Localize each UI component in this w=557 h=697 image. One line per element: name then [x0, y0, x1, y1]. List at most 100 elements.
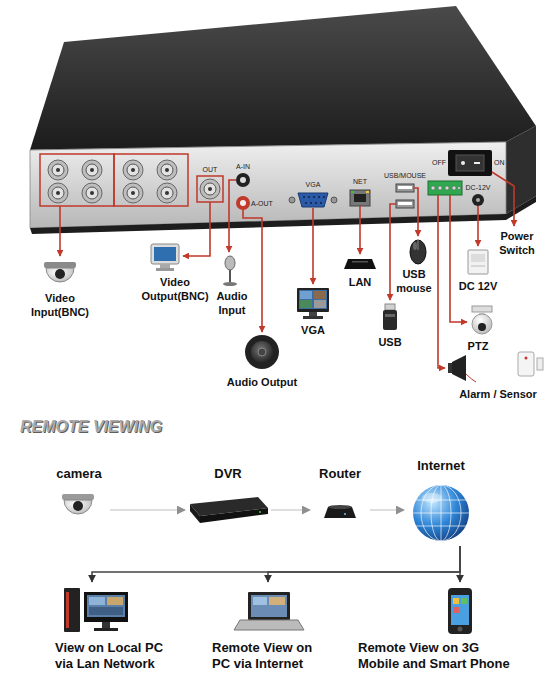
dvr-housing — [30, 6, 536, 150]
mouse-icon — [413, 242, 417, 250]
bnc-input-group — [131, 191, 135, 195]
microphone-icon — [223, 256, 237, 286]
leader-line — [243, 210, 262, 332]
bnc-input-group — [86, 164, 98, 176]
vga-monitor-icon — [297, 288, 329, 312]
usb-ports — [398, 186, 412, 189]
bnc-input-group — [86, 187, 98, 199]
bnc-input-group — [90, 191, 94, 195]
monitor-icon — [156, 268, 174, 271]
flow-camera-icon — [64, 500, 92, 514]
leader-line — [60, 172, 514, 368]
view-node: Remote View on PC via Internet — [212, 582, 330, 672]
power-adapter-icon — [468, 250, 488, 274]
phone-icon — [453, 598, 459, 604]
terminal-block — [428, 181, 462, 195]
flow-router-icon — [328, 505, 352, 509]
sensor-icon — [537, 358, 543, 370]
ptz-camera-icon — [472, 306, 492, 334]
dome-camera-icon — [44, 262, 76, 282]
monitor-icon — [151, 244, 179, 271]
vga-monitor-icon — [314, 291, 326, 299]
bnc-input-group — [40, 154, 114, 206]
router-icon — [352, 261, 368, 263]
leader-line — [359, 206, 361, 254]
dvr-housing — [30, 6, 536, 234]
speaker-icon — [245, 335, 279, 369]
router-icon — [344, 259, 376, 269]
ptz-camera-icon — [472, 306, 492, 312]
port-label: PTZ — [458, 340, 498, 354]
leader-line — [414, 188, 418, 236]
panel-marking: ON — [494, 159, 506, 168]
bnc-input-group — [48, 160, 177, 203]
flow-dvr-icon — [190, 504, 200, 523]
bnc-output — [197, 176, 223, 202]
pc-icon — [94, 628, 118, 631]
bnc-output — [208, 187, 212, 191]
bnc-input-group — [82, 183, 102, 203]
bnc-input-group — [127, 164, 139, 176]
ptz-camera-icon — [472, 314, 492, 334]
bnc-input-group — [161, 187, 173, 199]
phone-icon — [458, 627, 463, 632]
port-label: Alarm / Sensor — [450, 388, 546, 402]
rj45-port — [366, 191, 369, 193]
terminal-block — [438, 186, 442, 190]
connector — [110, 509, 185, 510]
port-label: VGA — [293, 324, 333, 338]
bnc-input-group — [48, 183, 68, 203]
pc-icon — [64, 588, 128, 632]
phone-icon — [448, 588, 472, 634]
mouse-icon — [418, 240, 419, 250]
node-label: camera — [48, 466, 110, 482]
panel-marking: VGA — [298, 181, 328, 190]
microphone-icon — [225, 256, 235, 270]
section-title: REMOTE VIEWING — [20, 418, 162, 436]
siren-icon — [448, 363, 452, 373]
node-label: Router — [310, 466, 370, 482]
flow-camera-icon — [73, 501, 83, 511]
rj45-port — [351, 191, 354, 193]
flow-camera-icon — [62, 494, 94, 514]
bnc-input-group — [114, 154, 188, 206]
bnc-input-group — [90, 168, 94, 172]
vga-monitor-icon — [297, 288, 329, 319]
connector — [92, 546, 460, 582]
phone-icon — [448, 588, 472, 634]
flow-node: Internet — [404, 458, 478, 546]
vga-port — [323, 196, 325, 198]
pc-icon — [87, 595, 125, 617]
globe-icon — [413, 485, 469, 541]
bnc-input-group — [56, 191, 60, 195]
ptz-camera-icon — [478, 323, 486, 331]
port-label: Audio Input — [204, 290, 260, 318]
pc-icon — [84, 592, 128, 622]
router-icon — [344, 259, 376, 269]
panel-marking: A-OUT — [251, 200, 277, 209]
vga-monitor-icon — [300, 291, 312, 299]
bnc-input-group — [127, 187, 139, 199]
flow-dvr-icon — [259, 511, 261, 513]
node-label: View on Local PC via Lan Network — [55, 640, 179, 672]
globe-icon — [415, 526, 467, 527]
leader-line — [450, 195, 467, 322]
siren-icon — [466, 374, 476, 382]
pc-icon — [64, 588, 80, 632]
dome-camera-icon — [44, 262, 76, 268]
bnc-input-group — [52, 164, 173, 199]
rca-jacks — [240, 177, 246, 183]
leader-line — [477, 206, 479, 246]
bnc-input-group — [157, 160, 177, 180]
globe-icon — [422, 493, 442, 503]
dvr-housing — [30, 196, 536, 234]
panel-marking: OUT — [198, 166, 222, 175]
connector — [459, 546, 461, 582]
laptop-icon — [234, 592, 304, 630]
usb-ports — [398, 202, 412, 205]
dvr-housing — [30, 142, 506, 228]
pc-icon — [66, 592, 69, 628]
node-label: Internet — [404, 458, 478, 474]
node-label: Remote View on PC via Internet — [212, 640, 330, 672]
flow-dvr-icon — [190, 497, 268, 523]
